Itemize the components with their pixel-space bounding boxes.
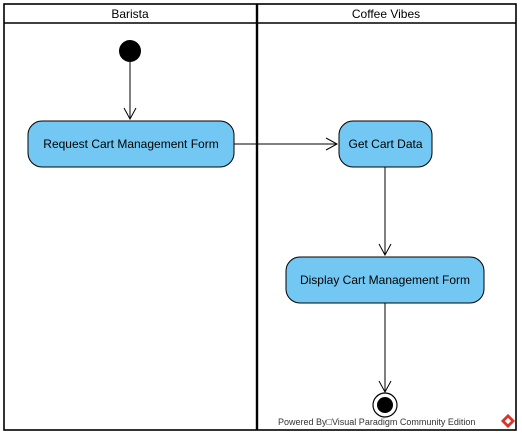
action-request-cart-form: Request Cart Management Form bbox=[27, 120, 235, 168]
visual-paradigm-logo-icon bbox=[500, 413, 516, 429]
swimlane-frame bbox=[3, 3, 517, 431]
action-get-cart-data-label: Get Cart Data bbox=[348, 137, 422, 151]
initial-node bbox=[119, 40, 141, 62]
watermark-text: Powered By□Visual Paradigm Community Edi… bbox=[278, 417, 475, 427]
action-display-cart-form: Display Cart Management Form bbox=[285, 256, 485, 304]
action-request-cart-form-label: Request Cart Management Form bbox=[43, 137, 218, 151]
final-node bbox=[372, 392, 398, 418]
action-display-cart-form-label: Display Cart Management Form bbox=[300, 273, 470, 287]
lane-title-coffee-vibes: Coffee Vibes bbox=[352, 7, 420, 21]
action-get-cart-data: Get Cart Data bbox=[338, 120, 433, 168]
lane-title-barista: Barista bbox=[111, 7, 149, 21]
